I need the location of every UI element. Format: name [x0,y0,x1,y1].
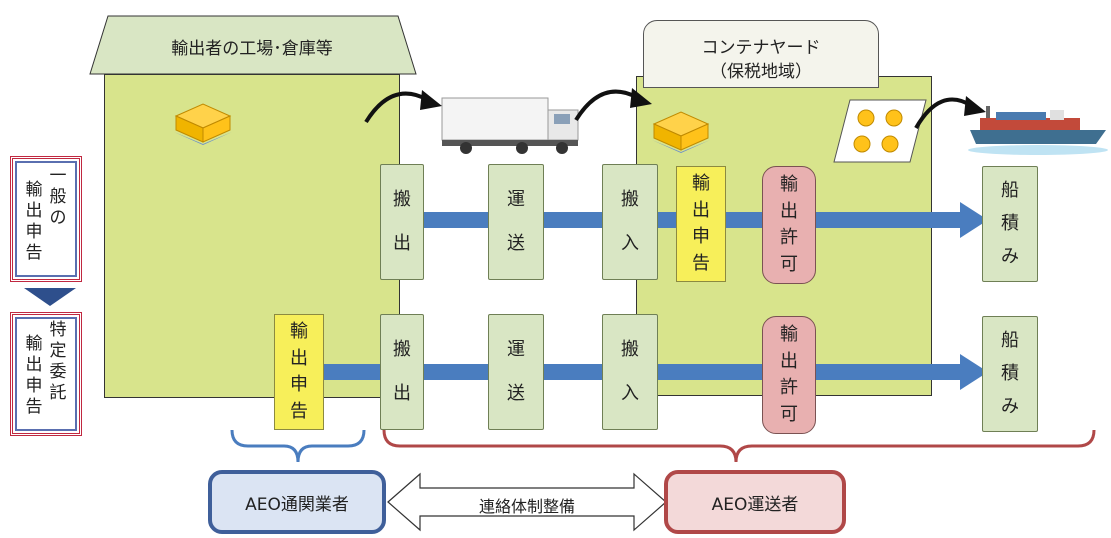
truck-icon [441,97,579,154]
yard-title-line2: （保税地域） [710,62,812,82]
general-label-col2: 輸出申告 [25,180,43,263]
broker-brace [230,429,366,463]
general-transport: 運送 [488,164,544,280]
specific-export-declaration: 輸出申告 [274,314,324,430]
general-export-permit: 輸出許可 [762,166,816,284]
pallet-group-icon [833,99,927,163]
yard-title-line1: コンテナヤード [701,38,821,58]
specific-declaration-label [10,312,82,436]
curved-arrow-icon [574,88,652,122]
pallet-icon [174,103,232,145]
down-triangle-icon [24,288,76,306]
specific-label-col1: 特定委託 [49,320,67,403]
general-carry-out: 搬出 [380,164,424,280]
carrier-brace [382,429,1096,463]
specific-transport: 運送 [488,314,544,430]
specific-export-permit: 輸出許可 [762,316,816,434]
aeo-customs-broker: AEO通関業者 [208,470,386,534]
liaison-label: 連絡体制整備 [478,497,575,516]
specific-label-col2: 輸出申告 [25,334,43,417]
general-export-declaration: 輸出申告 [676,166,726,282]
specific-carry-in: 搬入 [602,314,658,430]
pallet-icon [652,111,710,153]
factory-roof [89,15,417,75]
aeo-carrier: AEO運送者 [664,470,846,534]
general-loading: 船積み [982,166,1038,282]
specific-loading: 船積み [982,316,1038,432]
yard-title-box [643,20,879,88]
factory-zone [104,74,400,398]
curved-arrow-icon [914,96,986,129]
factory-title: 輸出者の工場･倉庫等 [171,39,333,59]
general-carry-in: 搬入 [602,164,658,280]
specific-carry-out: 搬出 [380,314,424,430]
curved-arrow-icon [364,90,442,124]
general-label-col1: 一般の [49,166,67,228]
general-declaration-label [10,156,82,282]
ship-icon [968,106,1108,155]
